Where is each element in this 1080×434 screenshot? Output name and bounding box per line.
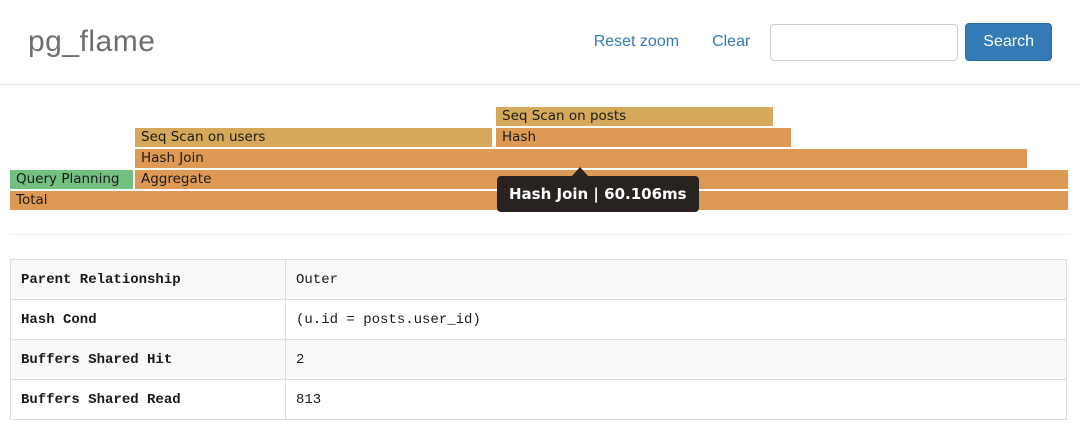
- section-divider: [10, 234, 1070, 235]
- flame-bar-seq-scan-on-users[interactable]: Seq Scan on users: [135, 128, 492, 147]
- flame-bar-hash-join[interactable]: Hash Join: [135, 149, 1027, 168]
- flame-bar-query-planning[interactable]: Query Planning: [10, 170, 133, 189]
- flame-bar-seq-scan-on-posts[interactable]: Seq Scan on posts: [496, 107, 773, 126]
- page-title: pg_flame: [28, 25, 156, 58]
- detail-key: Parent Relationship: [10, 259, 286, 300]
- tooltip-caret: [572, 167, 588, 176]
- search-button[interactable]: Search: [965, 23, 1052, 61]
- flame-bar-hash[interactable]: Hash: [496, 128, 791, 147]
- table-row: Hash Cond(u.id = posts.user_id): [10, 299, 1067, 340]
- header-controls: Reset zoom Clear Search: [594, 23, 1052, 61]
- detail-value: 813: [285, 379, 1067, 420]
- detail-value: (u.id = posts.user_id): [285, 299, 1067, 340]
- tooltip-text: Hash Join | 60.106ms: [509, 185, 687, 203]
- detail-key: Hash Cond: [10, 299, 286, 340]
- header: pg_flame Reset zoom Clear Search: [0, 0, 1080, 85]
- detail-value: 2: [285, 339, 1067, 380]
- detail-key: Buffers Shared Hit: [10, 339, 286, 380]
- search-input[interactable]: [770, 23, 959, 61]
- detail-key: Buffers Shared Read: [10, 379, 286, 420]
- tooltip: Hash Join | 60.106ms: [497, 167, 699, 212]
- detail-value: Outer: [285, 259, 1067, 300]
- clear-link[interactable]: Clear: [712, 33, 751, 50]
- reset-zoom-link[interactable]: Reset zoom: [593, 33, 680, 50]
